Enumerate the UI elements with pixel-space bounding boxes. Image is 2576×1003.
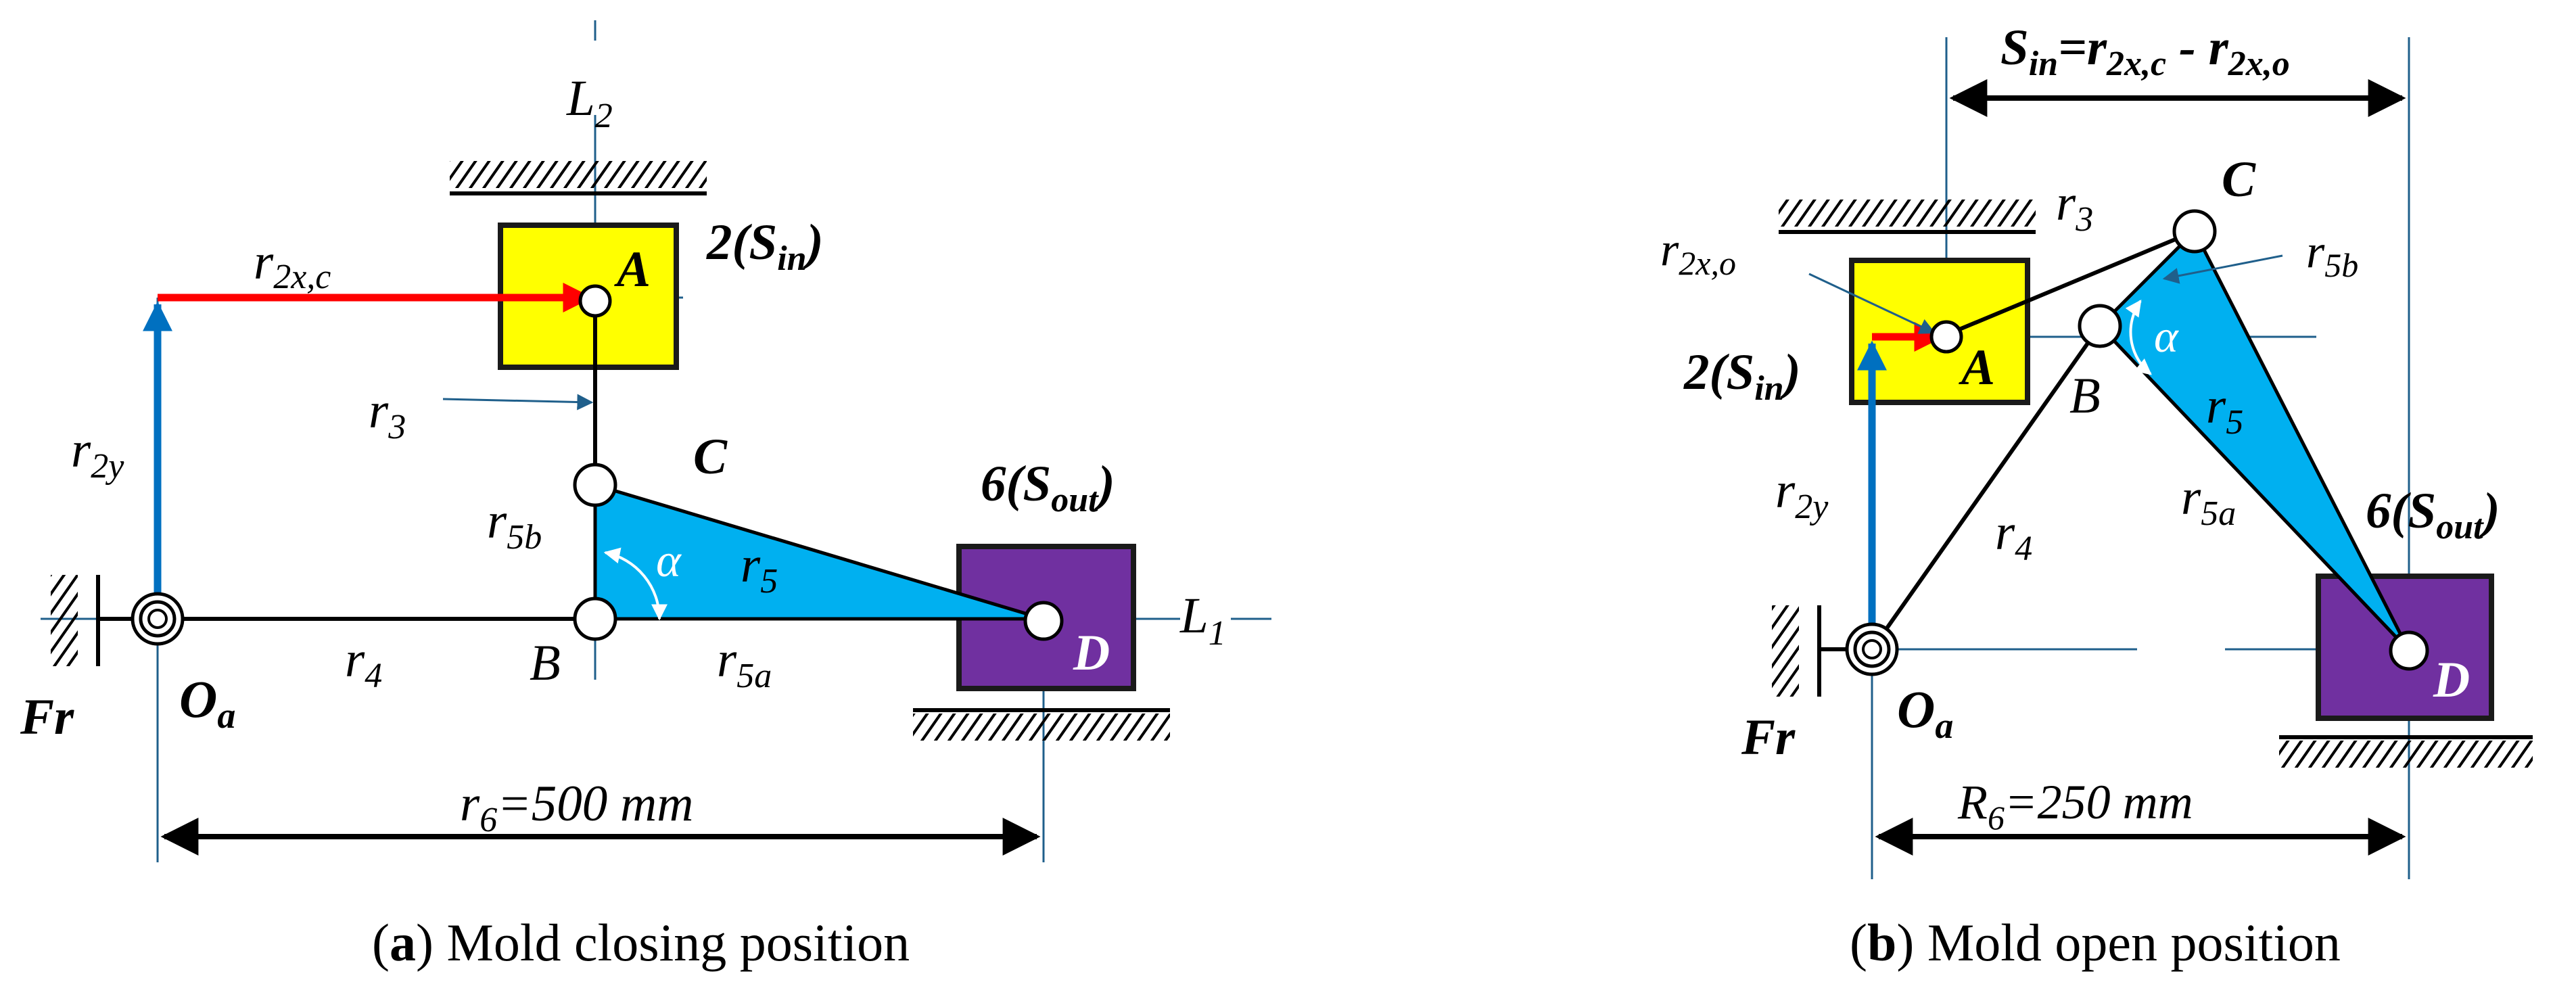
panel-a-r3-pointer	[442, 394, 594, 411]
panel-b-joint-D	[2389, 630, 2429, 671]
panel-a-label-Oa: Oa	[179, 670, 235, 736]
panel-b-label-Oa: Oa	[1897, 680, 1953, 746]
panel-b-r2xo-pointer	[1808, 273, 1936, 334]
panel-a-label-r5a: r5a	[717, 632, 772, 695]
panel-a-label-D: D	[1073, 625, 1110, 681]
panel-b-label-r2y: r2y	[1775, 463, 1829, 526]
panel-b-link-3	[1945, 229, 2196, 337]
panel-b-ground-bottom	[2279, 741, 2533, 768]
panel-b-output-slider	[2316, 574, 2494, 721]
panel-a-label-S-out: 6(Sout)	[981, 456, 1115, 519]
panel-a-joint-D	[1023, 601, 1064, 641]
panel-b-joint-A	[1929, 320, 1963, 354]
panel-b-alpha-arc	[2125, 300, 2152, 375]
panel-b-label-Fr: Fr	[1741, 709, 1796, 766]
panel-b-label-C: C	[2222, 151, 2256, 208]
panel-b-joint-B	[2078, 304, 2122, 348]
panel-a-joint-A	[578, 284, 612, 318]
panel-a-ground-bottom	[913, 714, 1170, 741]
panel-b-label-S-in: 2(Sin)	[1683, 344, 1801, 408]
panel-a-joint-C	[573, 463, 617, 507]
panel-b-label-sin-formula: Sin=r2x,c - r2x,o	[2000, 20, 2290, 83]
panel-b-label-r3: r3	[2056, 175, 2093, 239]
panel-a-label-A: A	[614, 241, 651, 298]
panel-b-label-D: D	[2433, 652, 2470, 708]
panel-b-label-r5a: r5a	[2181, 469, 2236, 533]
panel-a-label-L2: L2	[566, 70, 613, 135]
panel-b-label-r5: r5	[2206, 378, 2243, 442]
panel-a-label-r2y: r2y	[71, 422, 124, 486]
panel-a-label-r5: r5	[741, 537, 778, 601]
panel-b-link-5	[2097, 228, 2411, 652]
panel-b-ground-left	[1772, 605, 1799, 697]
panel-b-pivot-Oa	[1845, 622, 1899, 676]
panel-a-caption: (a) Mold closing position	[372, 913, 910, 972]
panel-b-dimension-label: R6=250 mm	[1957, 775, 2193, 837]
panel-a-ground-top	[450, 161, 707, 188]
panel-a-label-r5b: r5b	[487, 493, 542, 557]
panel-a-dimension-label: r6=500 mm	[460, 776, 693, 839]
panel-b-mold-open: Sin=r2x,c - r2x,o C r3 r2x,o r5b α 2(Sin…	[1660, 20, 2533, 972]
panel-a-label-S-in: 2(Sin)	[706, 214, 824, 278]
panel-b-label-r4: r4	[1995, 505, 2032, 568]
panel-a-alpha-arc	[603, 547, 668, 621]
panel-b-ground-top	[1779, 200, 2036, 227]
panel-a-label-r4: r4	[345, 632, 382, 695]
panel-a-pivot-Oa	[131, 592, 185, 646]
panel-b-label-alpha: α	[2154, 310, 2179, 362]
panel-a-label-L1: L1	[1179, 588, 1226, 653]
panel-b-joint-C	[2172, 209, 2217, 254]
panel-b-r5b-pointer	[2162, 254, 2283, 284]
panel-a-label-C: C	[693, 429, 728, 485]
panel-a-link-5	[593, 482, 1044, 621]
panel-a-joint-B	[573, 597, 617, 641]
panel-b-label-r5b: r5b	[2306, 226, 2358, 284]
panel-a-label-r3: r3	[369, 383, 406, 446]
panel-b-link-4	[1870, 325, 2102, 651]
panel-a-label-Fr: Fr	[20, 689, 74, 745]
panel-b-label-B: B	[2069, 368, 2101, 424]
panel-b-label-r2xo: r2x,o	[1660, 224, 1736, 282]
panel-a-mold-closing: L2 r2x,c A 2(Sin) r3 r2y C r5b α r5 6(So…	[20, 20, 1271, 972]
panel-a-label-B: B	[530, 635, 561, 691]
panel-b-label-S-out: 6(Sout)	[2366, 483, 2500, 546]
panel-a-label-r2xc: r2x,c	[254, 234, 331, 296]
panel-b-caption: (b) Mold open position	[1850, 913, 2341, 972]
panel-a-ground-left	[51, 575, 78, 666]
panel-b-label-A: A	[1959, 340, 1995, 396]
panel-a-label-alpha: α	[656, 535, 682, 587]
